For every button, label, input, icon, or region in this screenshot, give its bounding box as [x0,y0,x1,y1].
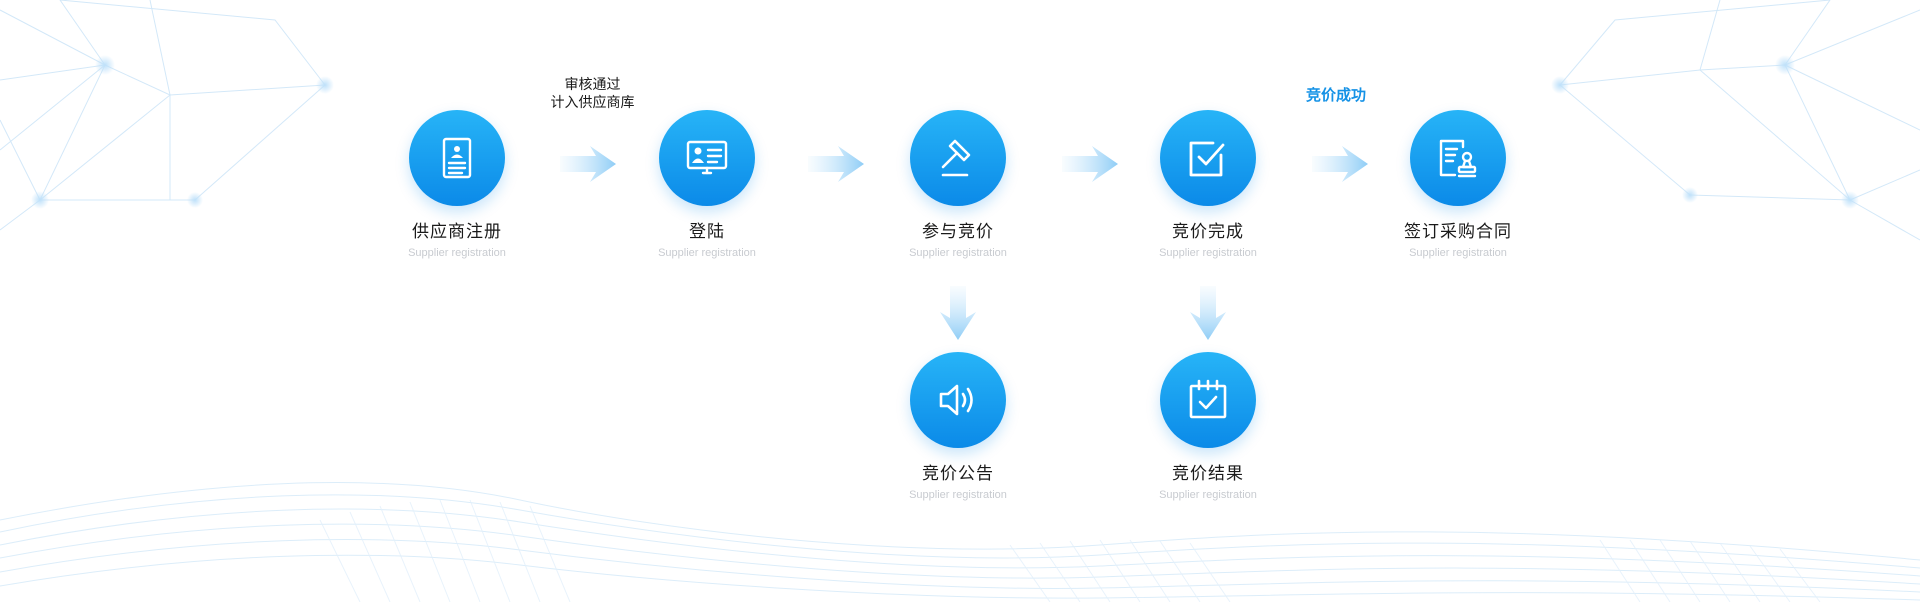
step-subtitle: Supplier registration [1409,247,1507,259]
step-subtitle: Supplier registration [1159,489,1257,501]
arrow-right-3 [1062,146,1118,182]
step-title: 供应商注册 [412,222,502,242]
calendar-check-icon [1189,379,1227,419]
step-subtitle: Supplier registration [1159,247,1257,259]
arrow-down-2 [1190,286,1226,340]
step-circle [1160,352,1256,448]
step-title: 竞价公告 [922,464,994,484]
step-bidding-complete[interactable]: 竞价完成 Supplier registration [1118,110,1298,260]
checkbox-icon [1189,141,1225,177]
step-circle [1160,110,1256,206]
step-title: 竞价结果 [1172,464,1244,484]
wave-hatching [319,499,1821,602]
arrow-down-1 [940,286,976,340]
success-note: 竞价成功 [1306,86,1367,104]
step-join-bidding[interactable]: 参与竞价 Supplier registration [868,110,1048,260]
network-pattern-left [0,0,326,231]
contract-stamp-icon [1439,139,1477,178]
step-circle [659,110,755,206]
step-title: 竞价完成 [1172,222,1244,242]
arrow-right-2 [808,146,864,182]
document-icon [442,137,472,179]
step-subtitle: Supplier registration [909,489,1007,501]
step-circle [910,110,1006,206]
step-title: 登陆 [689,222,725,242]
step-sign-contract[interactable]: 签订采购合同 Supplier registration [1368,110,1548,260]
step-circle [910,352,1006,448]
step-subtitle: Supplier registration [909,247,1007,259]
arrow-right-4 [1312,146,1368,182]
step-circle [1410,110,1506,206]
step-title: 签订采购合同 [1404,222,1512,242]
gavel-icon [941,139,971,177]
wave-pattern [0,482,1920,601]
step-login[interactable]: 登陆 Supplier registration [617,110,797,260]
step-subtitle: Supplier registration [658,247,756,259]
step-bidding-result[interactable]: 竞价结果 Supplier registration [1118,352,1298,502]
id-card-monitor-icon [686,140,728,175]
speaker-icon [939,384,973,416]
step-title: 参与竞价 [922,222,994,242]
review-note: 审核通过 计入供应商库 [530,76,655,112]
review-note-line1: 审核通过 [564,77,621,93]
step-subtitle: Supplier registration [408,247,506,259]
arrow-right-1 [560,146,616,182]
step-supplier-registration[interactable]: 供应商注册 Supplier registration [367,110,547,260]
step-bidding-announcement[interactable]: 竞价公告 Supplier registration [868,352,1048,502]
review-note-line2: 计入供应商库 [550,95,635,111]
step-circle [409,110,505,206]
network-pattern-right [1559,0,1920,241]
